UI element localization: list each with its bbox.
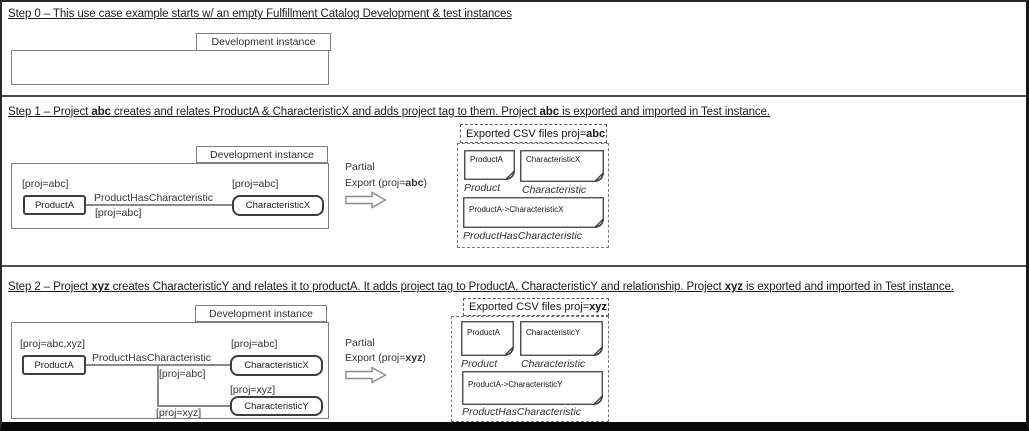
- step1-producta-node: ProductA: [23, 195, 86, 215]
- step1-producta-label: ProductA: [34, 199, 75, 211]
- step2-title-project: xyz: [91, 281, 110, 293]
- step1-relation-label: ProductHasCharacteristic: [94, 192, 214, 204]
- step2-relation2-line-vertical: [157, 364, 159, 407]
- step2-csv-file-characteristic: CharacteristicY: [520, 321, 603, 356]
- step2-relation2-line-horizontal: [157, 405, 230, 407]
- step1-relation-line: [86, 204, 232, 206]
- separator-step1-step2: [2, 265, 1026, 267]
- step1-development-instance-tab: Development instance: [196, 146, 328, 163]
- step1-characteristicx-node: CharacteristicX: [232, 195, 324, 216]
- step1-csv-relation-type: ProductHasCharacteristic: [463, 230, 583, 242]
- separator-step0-step1: [2, 95, 1026, 97]
- step2-characteristicx-tag: [proj=abc]: [231, 338, 278, 350]
- step0-title: Step 0 – This use case example starts w/…: [8, 8, 512, 20]
- step2-csv-file-product-name: ProductA: [467, 328, 500, 337]
- step1-export-project: abc: [405, 177, 424, 189]
- step1-relation-tag: [proj=abc]: [95, 207, 142, 219]
- step1-producta-tag: [proj=abc]: [22, 178, 69, 190]
- step2-csv-file-product: ProductA: [461, 321, 514, 356]
- step2-title: Step 2 – Project xyz creates Characteris…: [8, 281, 954, 293]
- step2-csv-title-project: xyz: [589, 301, 607, 313]
- step1-csv-file-characteristic-name: CharacteristicX: [526, 155, 581, 164]
- step0-development-instance-tab: Development instance: [196, 33, 331, 51]
- step1-csv-product-type: Product: [464, 182, 501, 194]
- step2-export-project: xyz: [405, 352, 423, 364]
- step2-producta-node: ProductA: [22, 355, 86, 375]
- step0-development-instance-box: [11, 50, 329, 85]
- step2-characteristicy-tag: [proj=xyz]: [230, 384, 276, 396]
- step2-producta-label: ProductA: [34, 359, 74, 371]
- step1-csv-title-part: Exported CSV files proj=: [466, 127, 587, 140]
- step1-title-project: abc: [91, 106, 111, 118]
- step2-producta-tag: [proj=abc,xyz]: [20, 338, 86, 350]
- step2-characteristicy-node: CharacteristicY: [230, 396, 323, 416]
- step1-csv-characteristic-type: Characteristic: [522, 184, 587, 196]
- step1-csv-title: Exported CSV files proj=abc: [460, 124, 607, 143]
- step2-csv-file-relation-name: ProductA->CharacteristicY: [468, 380, 563, 389]
- step1-title-part: Step 1 – Project: [8, 106, 92, 118]
- step2-relation2-tag: [proj=xyz]: [156, 407, 202, 419]
- step2-partial-label: Partial: [345, 337, 375, 349]
- step2-csv-file-relation: ProductA->CharacteristicY: [462, 371, 603, 405]
- step1-partial-label: Partial: [345, 161, 375, 173]
- step2-characteristicx-node: CharacteristicX: [230, 355, 323, 376]
- step1-csv-file-relation-name: ProductA->CharacteristicX: [469, 205, 564, 214]
- step2-export-arrow-icon: [345, 366, 387, 384]
- step2-export-label: Export (proj=xyz): [345, 352, 426, 364]
- step2-export-part: ): [422, 352, 426, 364]
- step1-csv-file-characteristic: CharacteristicX: [520, 150, 604, 182]
- step1-title-part: creates and relates ProductA & Character…: [110, 106, 540, 118]
- step2-title-part: Step 2 – Project: [8, 281, 92, 293]
- step2-relation1-tag: [proj=abc]: [159, 368, 206, 380]
- step1-csv-title-project: abc: [586, 127, 606, 140]
- step1-development-instance-label: Development instance: [210, 148, 314, 161]
- step2-development-instance-tab: Development instance: [195, 305, 327, 322]
- step1-characteristicx-label: CharacteristicX: [245, 200, 311, 211]
- step2-title-project: xyz: [724, 281, 743, 293]
- step2-csv-title-part: Exported CSV files proj=: [469, 301, 590, 313]
- step1-export-arrow-icon: [345, 191, 387, 209]
- step2-title-part: is exported and imported in Test instanc…: [742, 281, 954, 293]
- step1-export-part: Export (proj=: [345, 177, 406, 189]
- step1-export-label: Export (proj=abc): [345, 177, 427, 189]
- step1-export-part: ): [423, 177, 428, 189]
- step2-characteristicy-label: CharacteristicY: [244, 400, 309, 412]
- step2-development-instance-label: Development instance: [209, 307, 313, 320]
- step2-csv-file-characteristic-name: CharacteristicY: [526, 328, 581, 337]
- step1-title: Step 1 – Project abc creates and relates…: [8, 106, 770, 118]
- step1-csv-file-relation: ProductA->CharacteristicX: [463, 197, 604, 228]
- step2-csv-characteristic-type: Characteristic: [521, 358, 586, 370]
- step2-csv-title: Exported CSV files proj=xyz: [463, 298, 609, 316]
- step1-csv-file-product-name: ProductA: [470, 155, 503, 164]
- step2-csv-relation-type: ProductHasCharacteristic: [462, 406, 582, 418]
- step2-characteristicx-label: CharacteristicX: [244, 360, 309, 371]
- step2-csv-product-type: Product: [461, 358, 498, 370]
- step1-title-part: is exported and imported in Test instanc…: [559, 106, 770, 118]
- step0-development-instance-label: Development instance: [211, 36, 316, 48]
- step1-characteristicx-tag: [proj=abc]: [232, 178, 279, 190]
- step1-title-project: abc: [539, 106, 560, 118]
- step2-export-part: Export (proj=: [345, 352, 406, 364]
- step2-title-part: creates CharacteristicY and relates it t…: [109, 281, 725, 293]
- step2-relation-label: ProductHasCharacteristic: [92, 352, 212, 364]
- step1-csv-file-product: ProductA: [464, 150, 515, 180]
